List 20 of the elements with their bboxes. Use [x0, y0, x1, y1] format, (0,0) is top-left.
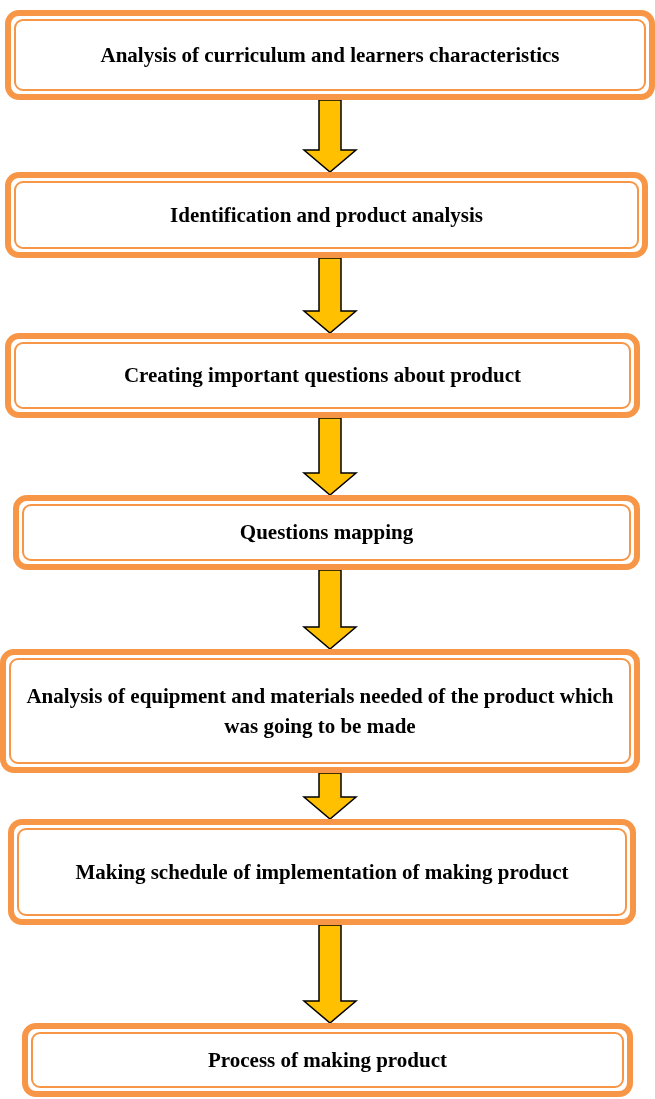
step-label: Analysis of curriculum and learners characteristics: [100, 41, 560, 69]
block-arrow: [301, 257, 359, 334]
block-arrow: [301, 924, 359, 1024]
step-label: Process of making product: [208, 1046, 447, 1074]
block-arrow: [301, 417, 359, 496]
process-box: [5, 172, 648, 258]
step-label: Creating important questions about product: [123, 362, 522, 390]
block-arrow: [301, 569, 359, 650]
block-arrow: [301, 99, 359, 173]
block-arrow: [301, 772, 359, 820]
step-label: Questions mapping: [239, 519, 414, 547]
step-label: Making schedule of implementation of making product: [75, 858, 569, 886]
process-box: [13, 495, 640, 570]
process-box: [8, 819, 636, 925]
process-box: [5, 333, 640, 418]
step-label: Analysis of equipment and materials needed of the product which was going to be made: [25, 682, 615, 740]
step-label: Identification and product analysis: [170, 201, 483, 229]
process-box: [5, 10, 655, 100]
process-box: [22, 1023, 633, 1097]
process-box: [0, 649, 640, 773]
